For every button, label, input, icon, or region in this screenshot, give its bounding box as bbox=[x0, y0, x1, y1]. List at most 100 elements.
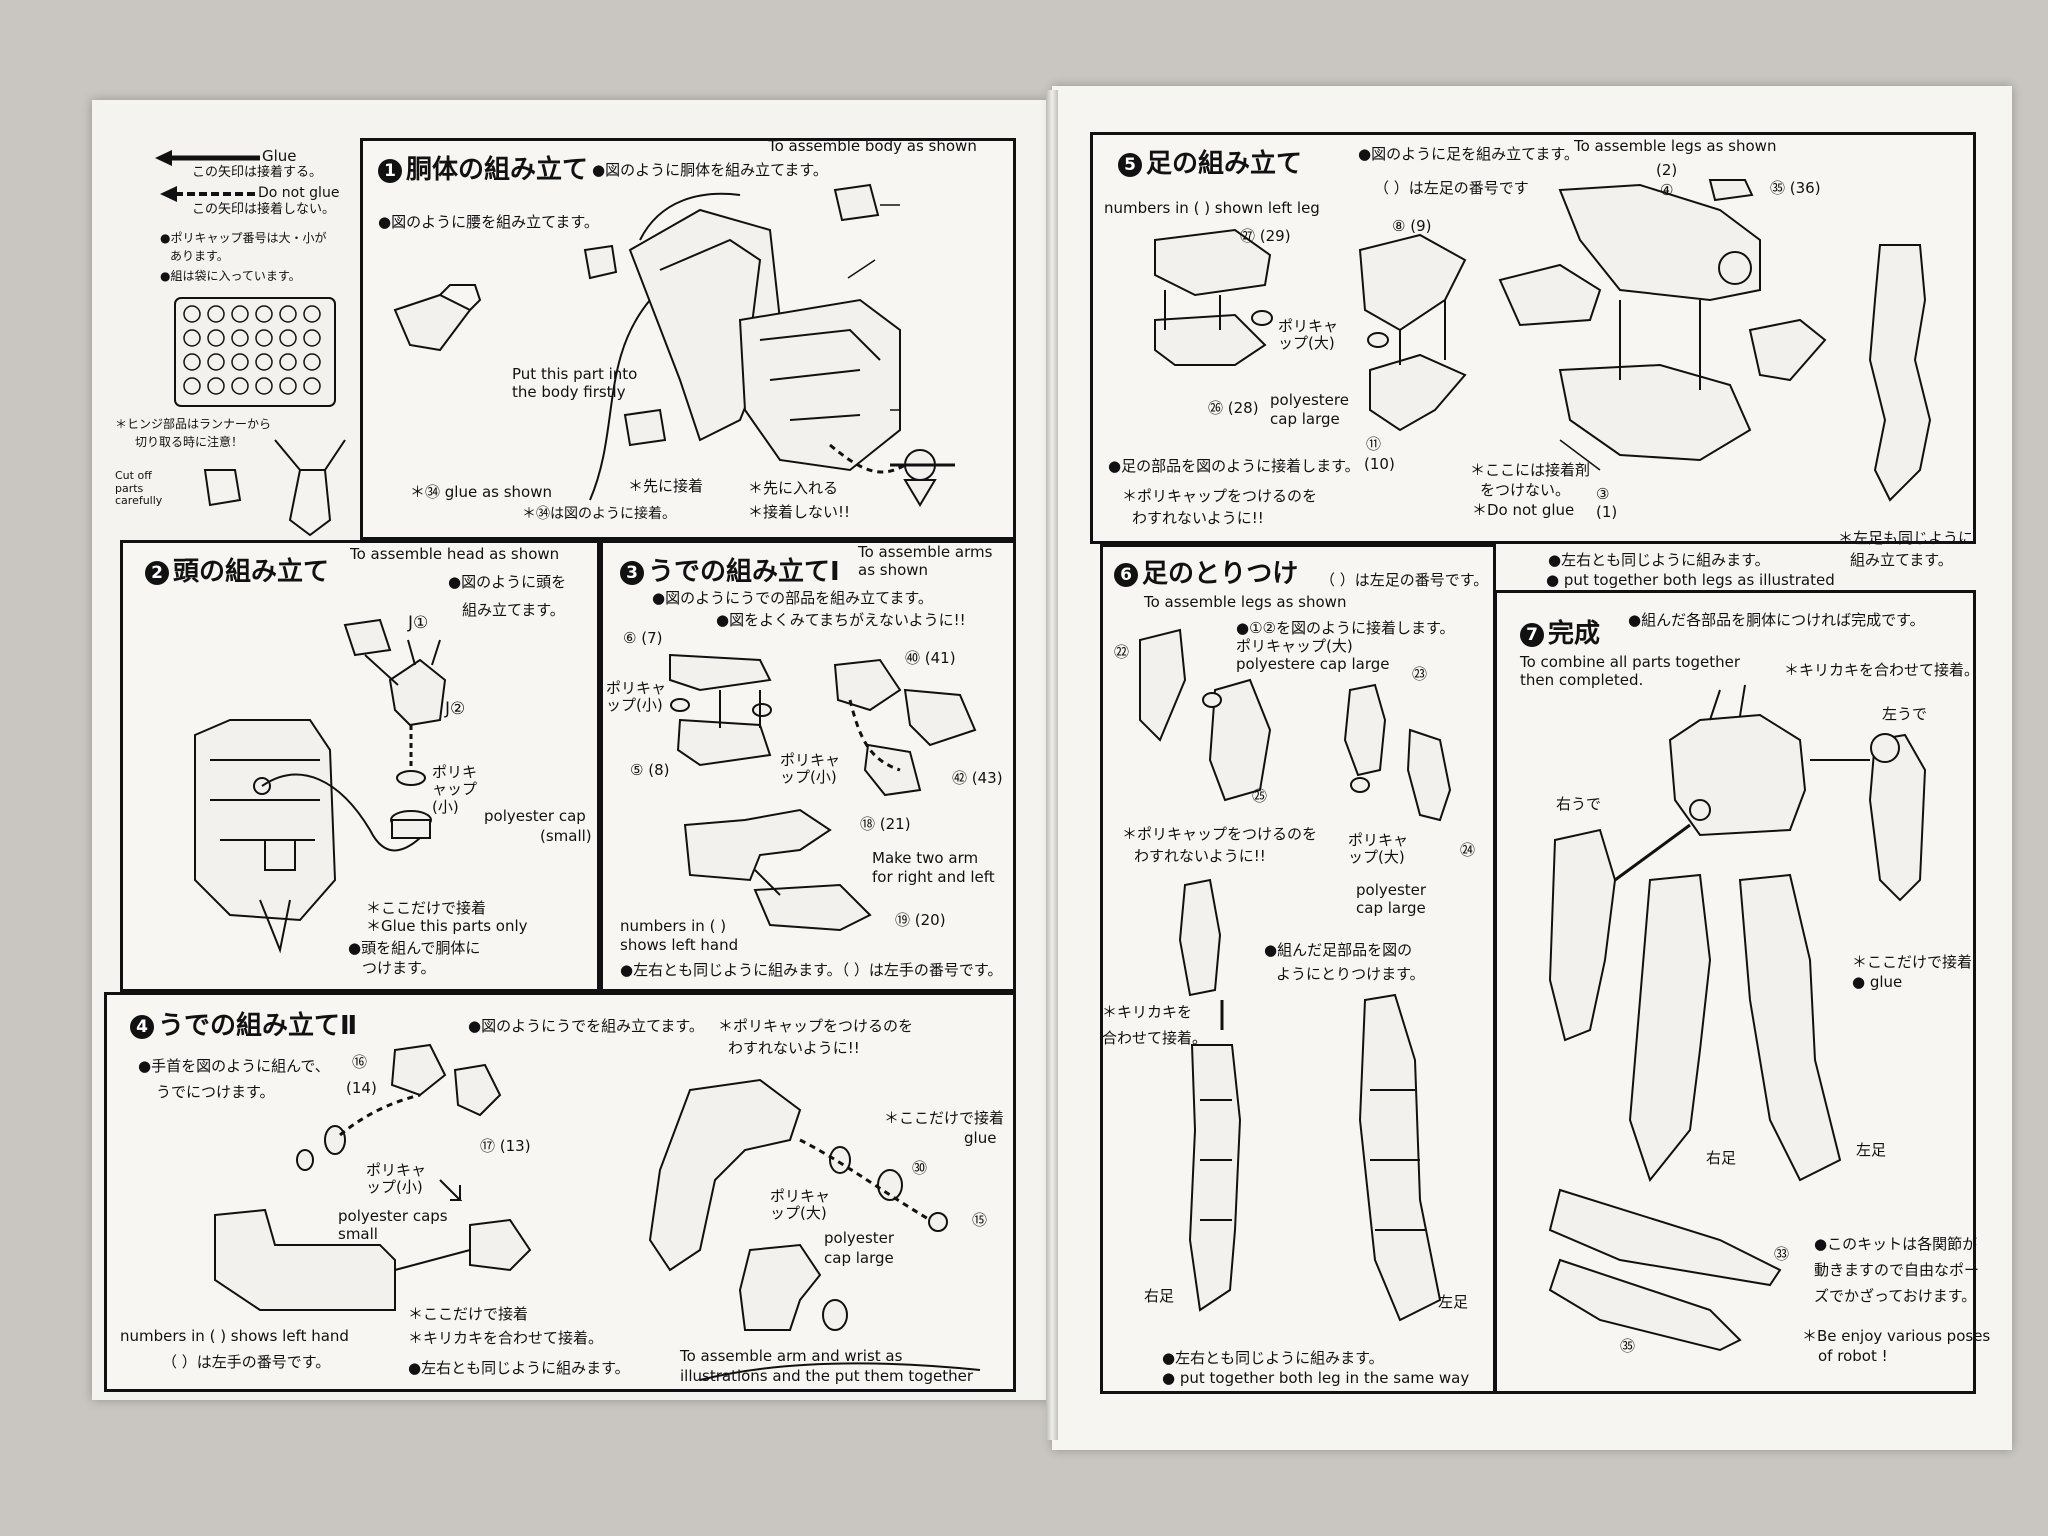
step3-p42: ㊷ (43) bbox=[952, 769, 1003, 787]
step4-panel bbox=[104, 992, 1016, 1392]
step2-jp-b: 組み立てます。 bbox=[462, 601, 565, 619]
runner-hole bbox=[207, 353, 225, 371]
runner-note-2: 切り取る時に注意！ bbox=[135, 435, 244, 449]
step4-same-way: ●左右とも同じように組みます。 bbox=[408, 1359, 630, 1377]
step7-glue-jp: ＊ここだけで接着 bbox=[1852, 953, 1973, 971]
runner-hole bbox=[207, 305, 225, 323]
step2-glue-only: ＊Glue this parts only bbox=[366, 917, 528, 935]
step4-polycap-small-en-1: polyester caps bbox=[338, 1207, 448, 1225]
step2-number-badge: 2 bbox=[145, 561, 169, 585]
step2-glue-here: ＊ここだけで接着 bbox=[366, 899, 487, 917]
step4-p16: ⑯ bbox=[352, 1053, 368, 1071]
step5-p11: ⑪ bbox=[1366, 435, 1382, 453]
step5-p4: ④ bbox=[1660, 181, 1674, 199]
runner-hole bbox=[231, 353, 249, 371]
step4-wrist-2: illustrations and the put them together bbox=[680, 1367, 974, 1385]
step3-en-1: To assemble arms bbox=[858, 543, 993, 561]
step7-en-1: To combine all parts together bbox=[1520, 653, 1741, 671]
step1-number-badge: 1 bbox=[378, 159, 402, 183]
step7-p35: ㉟ bbox=[1620, 1337, 1636, 1355]
step7-left-arm: 左うで bbox=[1882, 705, 1928, 723]
step5-p8: ⑧ (9) bbox=[1392, 217, 1432, 235]
step1-en: To assemble body as shown bbox=[768, 137, 977, 155]
step6-polycap2-en-2: cap large bbox=[1356, 899, 1426, 917]
step5-jp-b: （ ）は左足の番号です bbox=[1374, 179, 1529, 197]
legend-no-glue-jp: この矢印は接着しない。 bbox=[192, 202, 336, 217]
polycap-note-1: ●ポリキャップ番号は大・小が bbox=[160, 231, 327, 245]
step2-j2: J② bbox=[445, 699, 466, 719]
runner-hole bbox=[183, 377, 201, 395]
binding-gutter bbox=[1046, 90, 1058, 1440]
step3-numbers-2: shows left hand bbox=[620, 936, 739, 954]
step7-enjoy-1: ＊Be enjoy various poses bbox=[1802, 1327, 1991, 1345]
step6-jp-a: ●①②を図のように接着します。 bbox=[1236, 619, 1455, 637]
polycap-note-2: あります。 bbox=[170, 249, 229, 263]
step5-number-badge: 5 bbox=[1118, 153, 1142, 177]
step3-numbers-1: numbers in ( ) bbox=[620, 917, 727, 935]
legend-glue-jp: この矢印は接着する。 bbox=[192, 165, 323, 180]
step3-p6: ⑥ (7) bbox=[623, 629, 663, 647]
step1-jp-a: ●図のように胴体を組み立てます。 bbox=[592, 161, 828, 179]
step2-polycap-en: polyester cap bbox=[484, 807, 586, 825]
runner-hole bbox=[303, 305, 321, 323]
runner-hole bbox=[207, 329, 225, 347]
step5-no-glue-jp-1: ＊ここには接着剤 bbox=[1470, 461, 1591, 479]
step6-polycap-jp: ポリキャップ(大) bbox=[1236, 637, 1353, 655]
step3-number-badge: 3 bbox=[620, 561, 644, 585]
runner-hole bbox=[279, 353, 297, 371]
step1-put-part2: the body firstly bbox=[512, 383, 626, 401]
step6-p23: ㉓ bbox=[1412, 665, 1428, 683]
step1-jp-b: ●図のように腰を組み立てます。 bbox=[378, 213, 599, 231]
step4-polycap-small-en-2: small bbox=[338, 1225, 378, 1243]
step2-polycap-jp: ポリキャップ(小) bbox=[432, 763, 478, 816]
step2-attach-2: つけます。 bbox=[362, 959, 436, 977]
step6-polycap2-en-1: polyester bbox=[1356, 881, 1427, 899]
runner-hole bbox=[255, 329, 273, 347]
step2-attach-1: ●頭を組んで胴体に bbox=[348, 939, 481, 957]
step5-polycap-jp: ポリキャップ(大) bbox=[1278, 317, 1339, 353]
step4-polycap-large-jp: ポリキャップ(大) bbox=[770, 1187, 831, 1223]
step5-polycap-en-1: polyestere bbox=[1270, 391, 1349, 409]
step3-bottom: ●左右とも同じように組みます。（ ）は左手の番号です。 bbox=[620, 961, 1003, 979]
step4-p17: ⑰ (13) bbox=[480, 1137, 531, 1155]
step4-p30: ㉚ bbox=[912, 1159, 928, 1177]
step4-numbers-left-jp: （ ）は左手の番号です。 bbox=[162, 1353, 331, 1371]
step4-title-text: うでの組み立てⅡ bbox=[158, 1011, 358, 1041]
step5-no-glue-en: ＊Do not glue bbox=[1472, 501, 1575, 519]
step3-p40: ㊵ (41) bbox=[905, 649, 956, 667]
step5-both-en: ● put together both legs as illustrated bbox=[1546, 571, 1835, 589]
step4-jp-a: ●図のようにうでを組み立てます。 bbox=[468, 1017, 704, 1035]
step1-put-part: Put this part into bbox=[512, 365, 638, 383]
step6-kirikaki-1: ＊キリカキを bbox=[1102, 1003, 1193, 1021]
runner-hole bbox=[183, 329, 201, 347]
step5-remind-1: ＊ポリキャップをつけるのを bbox=[1122, 487, 1318, 505]
step4-glue-here-2: ＊ここだけで接着 bbox=[408, 1305, 529, 1323]
step5-jp-a: ●図のように足を組み立てます。 bbox=[1358, 145, 1579, 163]
step6-number-badge: 6 bbox=[1114, 563, 1138, 587]
step2-jp-a: ●図のように頭を bbox=[448, 573, 567, 591]
step5-glue-parts: ●足の部品を図のように接着します。 bbox=[1108, 457, 1360, 475]
runner-hole bbox=[255, 353, 273, 371]
step3-p18: ⑱ (21) bbox=[860, 815, 911, 833]
step5-p26: ㉖ (28) bbox=[1208, 399, 1259, 417]
step7-right-leg: 右足 bbox=[1706, 1149, 1737, 1167]
step6-both-en: ● put together both leg in the same way bbox=[1162, 1369, 1470, 1387]
step6-title-text: 足のとりつけ bbox=[1142, 559, 1299, 589]
step6-en: To assemble legs as shown bbox=[1144, 593, 1347, 611]
step4-polycap-large-en-1: polyester bbox=[824, 1229, 895, 1247]
step7-left-leg: 左足 bbox=[1856, 1141, 1887, 1159]
step2-title-text: 頭の組み立て bbox=[173, 557, 330, 587]
step6-both-jp: ●左右とも同じように組みます。 bbox=[1162, 1349, 1384, 1367]
step4-glue-en: glue bbox=[964, 1129, 997, 1147]
step1-no-glue: ＊接着しない!! bbox=[748, 503, 851, 521]
step7-pose-2: 動きますので自由なポー bbox=[1814, 1261, 1980, 1279]
step4-p14: (14) bbox=[346, 1079, 377, 1097]
step6-p22: ㉒ bbox=[1114, 643, 1130, 661]
